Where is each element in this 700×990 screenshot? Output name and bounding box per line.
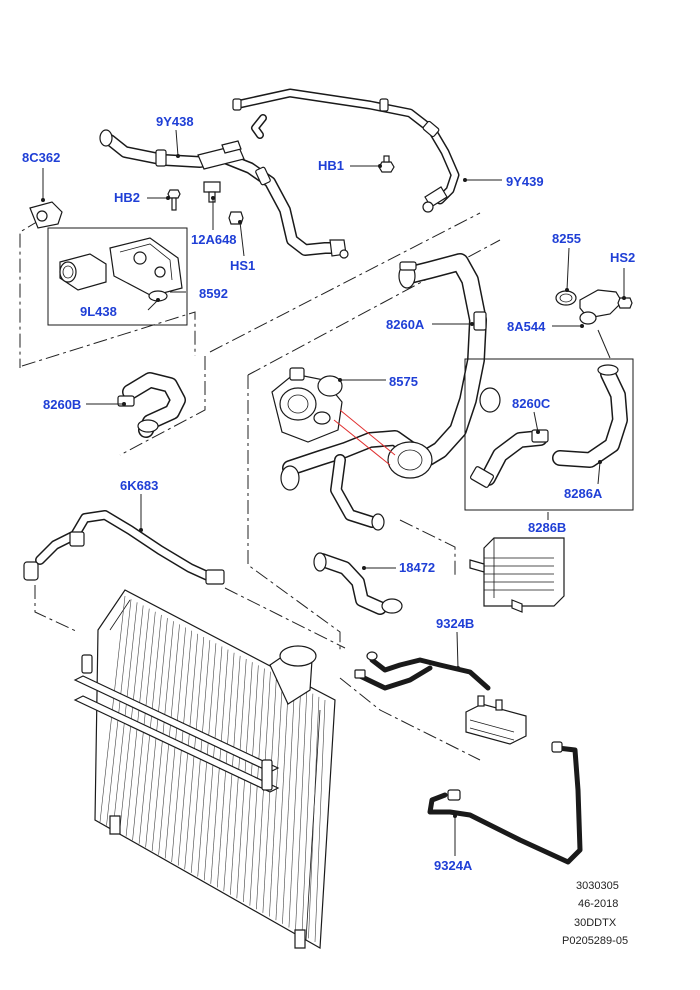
seal-8255 (555, 290, 577, 306)
thermostat-housing-8592 (47, 227, 188, 326)
radiator-fin-line (262, 674, 277, 913)
callout-8575: 8575 (389, 374, 418, 389)
callout-9l438: 9L438 (80, 304, 117, 319)
callout-8592: 8592 (199, 286, 228, 301)
callout-hs1: HS1 (230, 258, 255, 273)
callout-hs2: HS2 (610, 250, 635, 265)
radiator-fin-line (269, 677, 283, 917)
hose-9324b (354, 651, 491, 691)
radiator-fin-line (282, 684, 295, 924)
callout-9324b: 9324B (436, 616, 474, 631)
callout-6k683: 6K683 (120, 478, 158, 493)
radiator-fin-line (99, 595, 126, 823)
radiator-fin-line (308, 696, 320, 939)
callout-hb1: HB1 (318, 158, 344, 173)
callout-8286a: 8286A (564, 486, 603, 501)
hose-assembly-center (280, 409, 433, 531)
oil-cooler (469, 537, 565, 613)
callout-18472: 18472 (399, 560, 435, 575)
callout-8c362: 8C362 (22, 150, 60, 165)
diagram-footer: 3030305 46-2018 30DDTX P0205289-05 (562, 880, 628, 947)
callout-8260b: 8260B (43, 397, 81, 412)
oil-cooler-small (465, 695, 527, 745)
radiator-fin-line (295, 690, 308, 932)
hose-6k683 (23, 510, 225, 585)
outlet-8a544 (579, 289, 623, 325)
footer-line-4: P0205289-05 (562, 935, 628, 947)
callout-8260a: 8260A (386, 317, 425, 332)
callout-8260c: 8260C (512, 396, 551, 411)
radiator-fin-line (288, 687, 302, 928)
callout-labels: 9Y438 8C362 HB2 12A648 HS1 HB1 9Y439 859… (22, 114, 635, 873)
callout-9324a: 9324A (434, 858, 473, 873)
radiator-fin-line (275, 681, 289, 921)
radiator-fin-line (301, 693, 314, 935)
hose-9y439 (232, 88, 460, 213)
callout-hb2: HB2 (114, 190, 140, 205)
leader-lines (41, 129, 626, 856)
bolt-hb2 (167, 189, 181, 211)
callout-12a648: 12A648 (191, 232, 237, 247)
hose-8260b (117, 372, 186, 438)
water-pump-8575 (271, 367, 343, 443)
clip-8c362 (29, 201, 63, 229)
callout-9y439: 9Y439 (506, 174, 544, 189)
radiator-fin-line (249, 668, 265, 906)
hose-8260a (398, 253, 501, 471)
hose-18472 (313, 552, 403, 615)
hose-9324a (427, 741, 583, 865)
callout-8255: 8255 (552, 231, 581, 246)
hose-9y438 (99, 129, 349, 259)
footer-line-2: 46-2018 (578, 898, 618, 910)
radiator-fin-line (314, 699, 326, 943)
footer-line-3: 30DDTX (574, 917, 617, 929)
callout-9y438: 9Y438 (156, 114, 194, 129)
radiator-fin-line (243, 665, 259, 903)
screw-hs2 (617, 297, 633, 309)
radiator (73, 589, 336, 949)
callout-8286b: 8286B (528, 520, 566, 535)
footer-line-1: 3030305 (576, 880, 619, 892)
bolt-hb1 (378, 155, 395, 173)
hose-kit-8286b (464, 358, 634, 511)
callout-8a544: 8A544 (507, 319, 546, 334)
